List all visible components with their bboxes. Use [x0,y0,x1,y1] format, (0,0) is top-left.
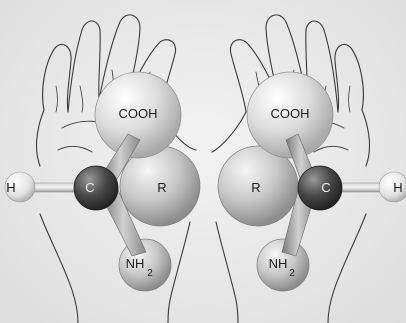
left-hydrogen-label: H [6,180,15,195]
left-nh-label: NH [126,256,145,271]
right-cooh-label: COOH [271,106,310,121]
left-nh2-subscript: 2 [147,268,153,279]
left-carbon-atom [74,166,118,210]
right-nh2-subscript: 2 [289,268,295,279]
right-r-label: R [251,180,260,195]
right-carbon-label: C [321,180,330,195]
right-nh-label: NH [269,256,288,271]
right-molecule: COOH R C H NH 2 [218,72,406,291]
left-r-label: R [157,180,166,195]
left-molecule: COOH R C H NH 2 [5,72,200,291]
left-cooh-label: COOH [119,106,158,121]
left-carbon-label: C [85,180,94,195]
right-carbon-atom [298,166,342,210]
right-hydrogen-label: H [393,180,402,195]
